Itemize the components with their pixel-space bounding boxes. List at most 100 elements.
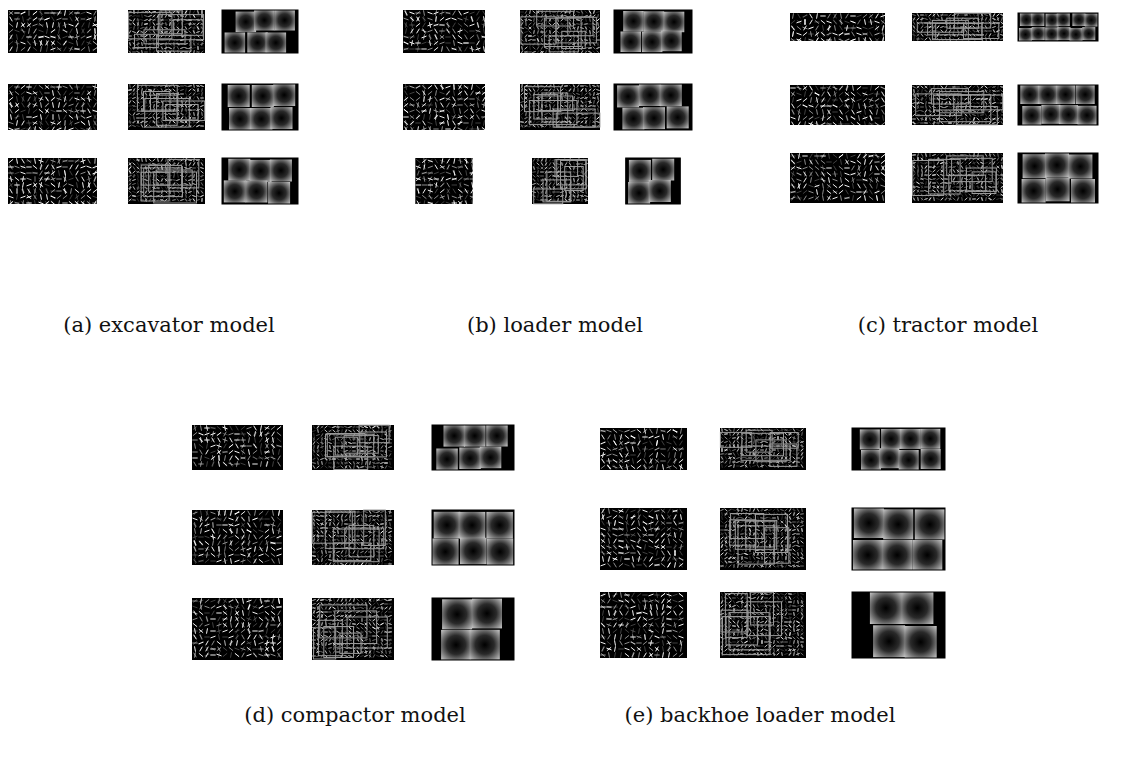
part-outline bbox=[145, 99, 190, 128]
part-outline bbox=[747, 602, 782, 636]
part-filter bbox=[128, 10, 205, 54]
gradient-strokes bbox=[791, 13, 885, 42]
gradient-strokes bbox=[791, 153, 885, 200]
gradient-strokes bbox=[192, 425, 281, 466]
part-outline bbox=[324, 627, 354, 658]
deformation-square bbox=[652, 159, 674, 181]
filter-ground bbox=[912, 85, 1003, 125]
deformation-square bbox=[1020, 13, 1033, 26]
gradient-strokes bbox=[720, 428, 804, 468]
part-outline bbox=[151, 95, 178, 110]
part-outline bbox=[929, 159, 961, 194]
part-outline bbox=[137, 85, 177, 111]
deformation-square bbox=[247, 32, 267, 53]
deformation-ground bbox=[222, 10, 298, 53]
gradient-strokes bbox=[404, 11, 487, 52]
gradient-strokes bbox=[312, 510, 392, 566]
deformation-square bbox=[432, 539, 459, 566]
deformation-map bbox=[852, 428, 945, 470]
deformation-square bbox=[1022, 179, 1046, 203]
filter-ground bbox=[600, 508, 687, 570]
deformation-map bbox=[222, 84, 298, 130]
part-outline bbox=[913, 161, 944, 196]
subfigure-caption: (a) excavator model bbox=[61, 313, 276, 337]
deformation-ground bbox=[852, 592, 945, 658]
subfigure-caption: (c) tractor model bbox=[856, 313, 1041, 337]
deformation-square bbox=[1076, 85, 1095, 104]
deformation-square bbox=[644, 11, 665, 32]
part-outline bbox=[334, 446, 368, 469]
part-outline bbox=[318, 620, 342, 655]
deformation-square bbox=[480, 447, 502, 469]
deformation-square bbox=[642, 32, 663, 53]
deformation-map bbox=[432, 425, 514, 470]
gradient-strokes bbox=[9, 85, 98, 132]
deformation-square bbox=[441, 630, 471, 660]
gradient-strokes bbox=[128, 158, 203, 202]
part-outline bbox=[751, 592, 774, 625]
deformation-square bbox=[621, 32, 642, 53]
root-filter bbox=[790, 85, 886, 127]
part-outline bbox=[542, 93, 568, 122]
deformation-border bbox=[852, 428, 945, 470]
deformation-ground bbox=[626, 158, 681, 204]
part-outline bbox=[544, 18, 581, 46]
gradient-strokes bbox=[312, 510, 392, 566]
deformation-square bbox=[273, 84, 295, 106]
part-outline bbox=[144, 92, 171, 112]
gradient-strokes bbox=[720, 592, 803, 655]
part-filter bbox=[912, 13, 1004, 41]
filter-ground bbox=[720, 508, 806, 570]
deformation-border bbox=[222, 10, 298, 53]
deformation-square bbox=[224, 180, 246, 202]
deformation-square bbox=[882, 540, 912, 570]
deformation-square bbox=[639, 84, 661, 106]
part-outline bbox=[936, 24, 982, 40]
gradient-strokes bbox=[192, 598, 281, 657]
filter-ground bbox=[600, 428, 687, 470]
gradient-strokes bbox=[403, 84, 486, 131]
deformation-square bbox=[268, 182, 290, 204]
deformation-map bbox=[1018, 153, 1098, 203]
gradient-strokes bbox=[913, 13, 1004, 40]
part-outline bbox=[726, 617, 757, 645]
filter-ground bbox=[532, 158, 588, 204]
deformation-border bbox=[1018, 153, 1098, 203]
part-outline bbox=[746, 521, 775, 547]
deformation-square bbox=[1046, 177, 1070, 201]
part-outline bbox=[720, 432, 751, 447]
root-filter bbox=[600, 508, 687, 570]
part-outline bbox=[539, 96, 573, 111]
deformation-square bbox=[436, 449, 458, 471]
gradient-strokes bbox=[193, 510, 282, 563]
part-outline bbox=[741, 446, 790, 460]
deformation-square bbox=[905, 626, 937, 658]
deformation-square bbox=[1046, 14, 1059, 27]
gradient-strokes bbox=[312, 425, 392, 468]
deformation-square bbox=[1082, 27, 1095, 40]
gradient-strokes bbox=[521, 10, 600, 54]
deformation-map bbox=[614, 10, 692, 53]
deformation-square bbox=[444, 425, 466, 447]
gradient-strokes bbox=[601, 428, 684, 469]
deformation-square bbox=[442, 599, 472, 629]
filter-ground bbox=[192, 425, 283, 470]
filter-ground bbox=[128, 84, 205, 130]
deformation-map bbox=[222, 10, 298, 53]
part-filter bbox=[532, 158, 588, 204]
part-outline bbox=[738, 526, 774, 564]
gradient-strokes bbox=[912, 85, 1003, 124]
deformation-square bbox=[628, 182, 650, 204]
deformation-square bbox=[920, 429, 940, 449]
deformation-border bbox=[614, 84, 692, 130]
deformation-square bbox=[254, 10, 275, 31]
root-filter bbox=[415, 158, 475, 206]
deformation-square bbox=[228, 159, 250, 181]
gradient-strokes bbox=[8, 158, 97, 205]
gradient-strokes bbox=[192, 598, 281, 657]
deformation-square bbox=[464, 425, 486, 447]
deformation-square bbox=[486, 425, 508, 447]
deformation-map bbox=[222, 158, 298, 204]
part-outline bbox=[335, 611, 377, 644]
filter-ground bbox=[912, 13, 1003, 41]
